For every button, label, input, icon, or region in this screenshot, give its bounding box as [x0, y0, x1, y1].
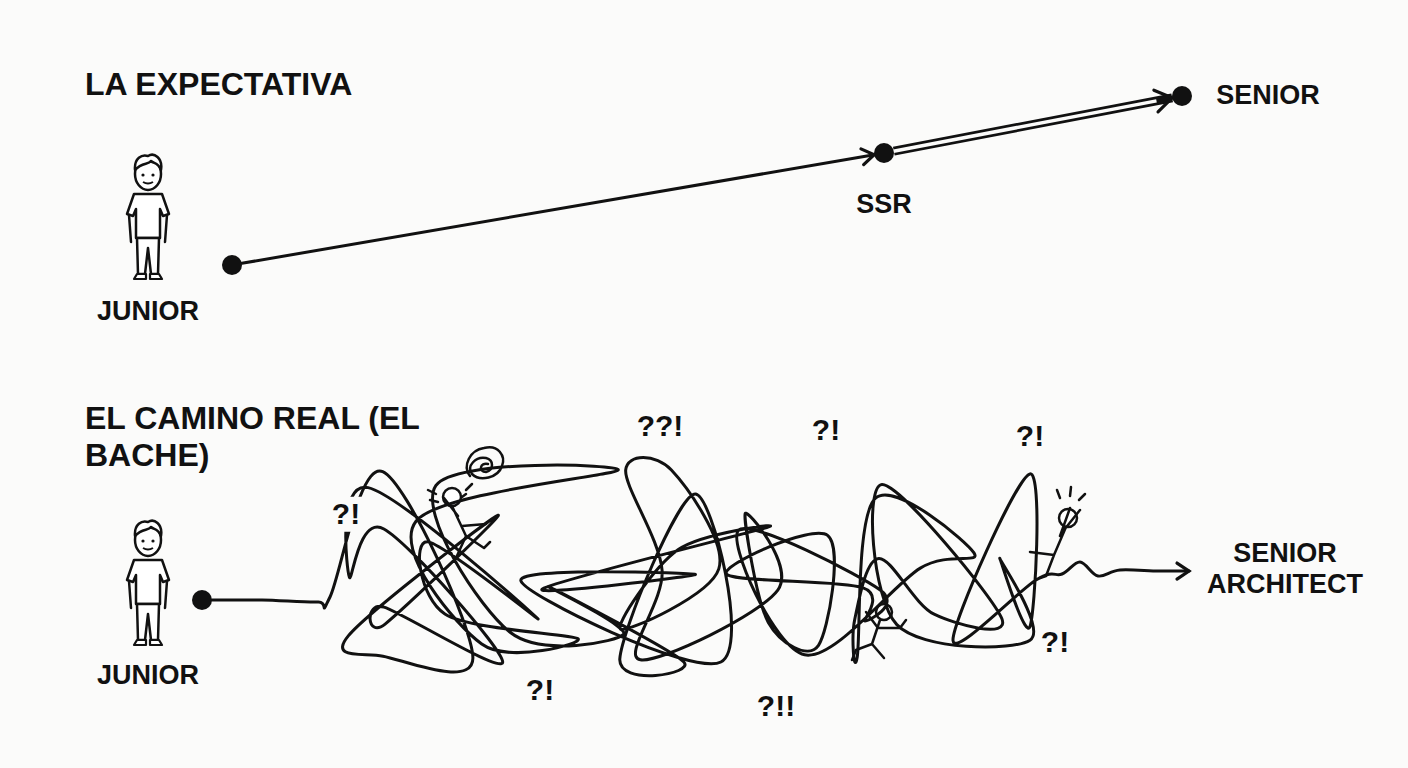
milestone-dot: JUNIOR — [222, 255, 242, 275]
connector-group — [212, 458, 1189, 676]
exclamation-mark: ??! — [634, 409, 687, 444]
connector-group — [242, 149, 874, 263]
section-heading: LA EXPECTATIVA — [85, 66, 505, 103]
exclamation-mark: ?!! — [754, 689, 798, 724]
arrow-line — [242, 155, 874, 264]
milestone-dot: SSR — [874, 143, 894, 163]
milestone-box: SENIOR ARCHITECT — [1195, 538, 1375, 604]
stress-marks — [1057, 487, 1085, 500]
struggling-figure — [428, 447, 503, 558]
connector-group — [891, 90, 1172, 152]
milestone-dot: JUNIOR — [192, 590, 212, 610]
exclamation-mark: ?! — [523, 673, 557, 708]
arrow-head — [861, 149, 874, 165]
exclamation-mark: ?! — [1013, 419, 1047, 454]
milestone-label: JUNIOR — [97, 297, 199, 327]
scribble-cloud — [467, 447, 503, 478]
double-arrow-gap — [891, 101, 1157, 152]
milestone-label: JUNIOR — [97, 661, 199, 691]
exclamation-mark: ?! — [809, 413, 843, 448]
section-heading: EL CAMINO REAL (EL BACHE) — [85, 400, 425, 474]
exclamation-mark: ?! — [1038, 625, 1072, 660]
milestone-label: SENIOR — [1216, 81, 1320, 111]
arrow-head — [1177, 563, 1189, 579]
junior-figure — [127, 521, 169, 645]
tangled-path — [212, 458, 1189, 676]
junior-figure — [127, 155, 169, 279]
thought-dots — [462, 484, 472, 497]
milestone-label: SENIOR ARCHITECT — [1195, 538, 1375, 600]
arrow-head — [1154, 90, 1172, 112]
milestone-label: SSR — [856, 190, 912, 220]
milestone-dot: SENIOR — [1172, 86, 1192, 106]
exclamation-mark: ?! — [329, 497, 363, 532]
